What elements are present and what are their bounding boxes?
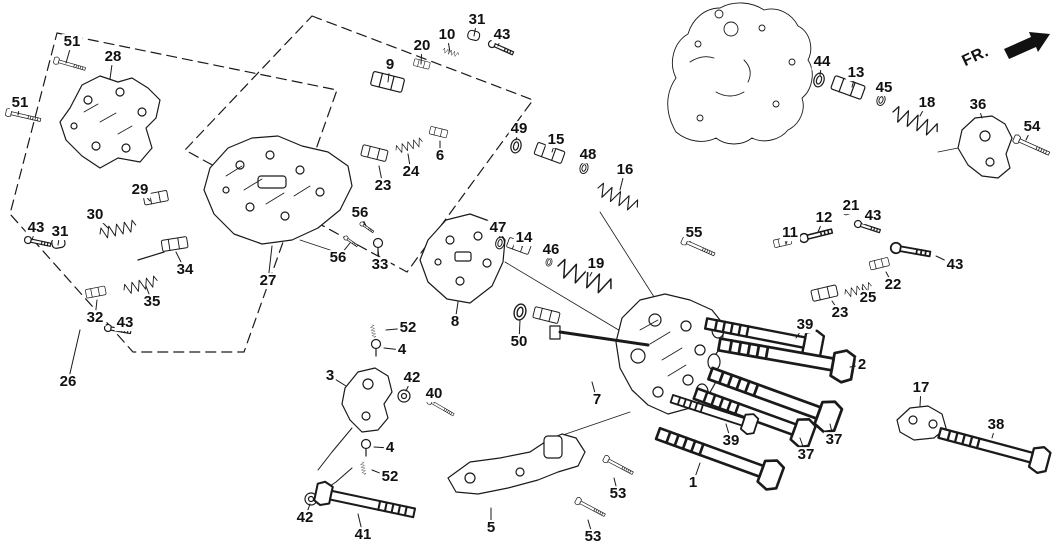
fr-arrow-icon [1004, 32, 1050, 59]
